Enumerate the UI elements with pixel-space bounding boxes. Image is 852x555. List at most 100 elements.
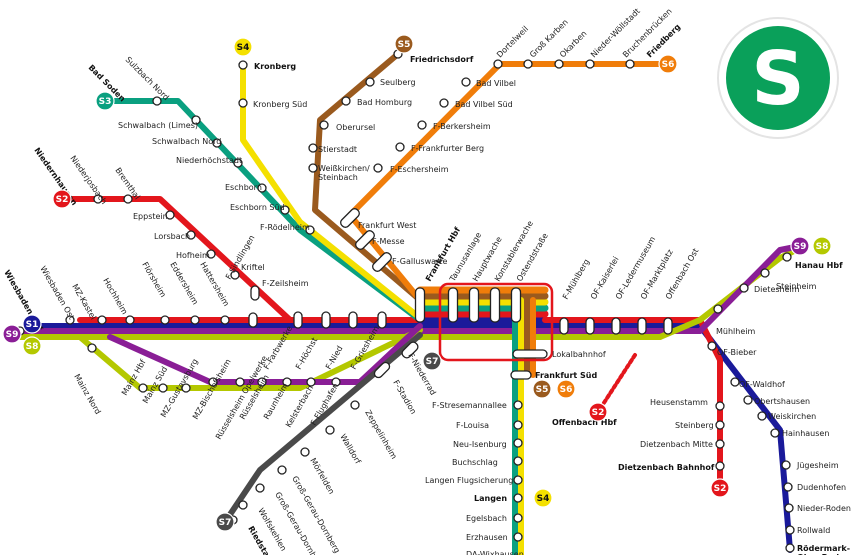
- station-label[interactable]: Hainhausen: [782, 429, 829, 438]
- station-label[interactable]: Schwalbach Nord: [152, 137, 221, 146]
- station-stop[interactable]: [220, 315, 230, 325]
- station-label[interactable]: Friedrichsdorf: [410, 55, 474, 64]
- station-label[interactable]: Wiesbaden Ost: [38, 265, 76, 322]
- station-label[interactable]: Lokalbahnhof: [552, 350, 606, 359]
- station-stop[interactable]: [493, 59, 503, 69]
- station-label[interactable]: Frankfurt West: [358, 221, 416, 230]
- station-label[interactable]: F-Stadion: [391, 379, 418, 416]
- station-stop[interactable]: [513, 456, 523, 466]
- station-stop[interactable]: [165, 210, 175, 220]
- station-stop[interactable]: [513, 493, 523, 503]
- station-label[interactable]: Jügesheim: [796, 461, 839, 470]
- line-badge-s9[interactable]: S9: [790, 236, 810, 256]
- station-label[interactable]: Mörfelden: [308, 457, 336, 496]
- station-stop[interactable]: [325, 425, 335, 435]
- station-stop[interactable]: [257, 183, 267, 193]
- station-stop[interactable]: [513, 532, 523, 542]
- station-label[interactable]: Dietzenbach Mitte: [640, 440, 713, 449]
- interchange-stop[interactable]: [663, 317, 673, 335]
- interchange-stop[interactable]: [637, 317, 647, 335]
- station-label[interactable]: F-Eschersheim: [390, 165, 449, 174]
- station-label[interactable]: OF-Waldhof: [739, 380, 785, 389]
- station-stop[interactable]: [513, 475, 523, 485]
- station-label[interactable]: Oberursel: [336, 123, 375, 132]
- station-stop[interactable]: [365, 77, 375, 87]
- station-stop[interactable]: [206, 249, 216, 259]
- station-label[interactable]: Egelsbach: [466, 514, 507, 523]
- station-stop[interactable]: [782, 252, 792, 262]
- station-stop[interactable]: [257, 377, 267, 387]
- station-stop[interactable]: [191, 115, 201, 125]
- station-label[interactable]: Dietzenbach Bahnhof: [618, 463, 715, 472]
- station-label[interactable]: Seulberg: [380, 78, 416, 87]
- station-stop[interactable]: [308, 143, 318, 153]
- line-badge-s7[interactable]: S7: [422, 351, 442, 371]
- station-label[interactable]: Heusenstamm: [650, 398, 708, 407]
- station-label[interactable]: F-Frankfurter Berg: [411, 144, 484, 153]
- station-label[interactable]: Dudenhofen: [797, 483, 846, 492]
- station-stop[interactable]: [255, 483, 265, 493]
- interchange-stop[interactable]: [373, 361, 391, 379]
- station-stop[interactable]: [461, 77, 471, 87]
- station-stop[interactable]: [138, 383, 148, 393]
- station-label[interactable]: Kronberg: [254, 62, 296, 71]
- station-stop[interactable]: [238, 500, 248, 510]
- station-stop[interactable]: [160, 315, 170, 325]
- station-label[interactable]: Okarben: [558, 29, 588, 59]
- station-stop[interactable]: [305, 225, 315, 235]
- station-stop[interactable]: [87, 343, 97, 353]
- station-label[interactable]: Offenbach Hbf: [552, 418, 617, 427]
- station-label[interactable]: Schwalbach (Limes): [118, 121, 198, 130]
- station-stop[interactable]: [770, 428, 780, 438]
- interchange-stop[interactable]: [559, 317, 569, 335]
- station-stop[interactable]: [715, 420, 725, 430]
- station-label[interactable]: Eddersheim: [168, 261, 200, 307]
- interchange-stop[interactable]: [489, 287, 501, 323]
- station-stop[interactable]: [158, 383, 168, 393]
- station-label[interactable]: Mühlheim: [716, 327, 755, 336]
- station-label[interactable]: Eschborn: [225, 183, 262, 192]
- station-stop[interactable]: [715, 461, 725, 471]
- line-badge-s1[interactable]: S1: [22, 314, 42, 334]
- station-label[interactable]: F-Berkersheim: [433, 122, 491, 131]
- station-label[interactable]: Hofheim: [176, 251, 210, 260]
- station-stop[interactable]: [238, 60, 248, 70]
- station-stop[interactable]: [308, 163, 318, 173]
- station-stop[interactable]: [417, 120, 427, 130]
- line-badge-s3[interactable]: S3: [95, 91, 115, 111]
- station-stop[interactable]: [757, 411, 767, 421]
- station-label[interactable]: Hochheim: [101, 277, 129, 317]
- station-label[interactable]: Bad Vilbel: [476, 79, 516, 88]
- line-badge-s5[interactable]: S5: [394, 34, 414, 54]
- station-stop[interactable]: [306, 377, 316, 387]
- station-label[interactable]: F-Galluswarte: [392, 257, 447, 266]
- station-stop[interactable]: [319, 120, 329, 130]
- station-label[interactable]: Sulzbach Nord: [124, 55, 171, 102]
- station-stop[interactable]: [190, 315, 200, 325]
- station-label[interactable]: Buchschlag: [452, 458, 498, 467]
- interchange-stop[interactable]: [585, 317, 595, 335]
- station-label[interactable]: Zeppelinheim: [363, 409, 398, 461]
- station-stop[interactable]: [277, 465, 287, 475]
- station-stop[interactable]: [439, 98, 449, 108]
- station-label[interactable]: Kronberg Süd: [253, 100, 307, 109]
- line-badge-s8[interactable]: S8: [22, 336, 42, 356]
- line-badge-s2[interactable]: S2: [710, 478, 730, 498]
- interchange-stop[interactable]: [611, 317, 621, 335]
- station-label[interactable]: Dortelweil: [495, 24, 530, 59]
- station-label[interactable]: Steinberg: [675, 421, 714, 430]
- station-label[interactable]: Walldorf: [338, 433, 362, 466]
- station-label[interactable]: Niederhöchstadt: [176, 156, 242, 165]
- station-stop[interactable]: [125, 315, 135, 325]
- station-stop[interactable]: [739, 283, 749, 293]
- station-stop[interactable]: [707, 341, 717, 351]
- line-badge-s5[interactable]: S5: [532, 379, 552, 399]
- interchange-stop[interactable]: [447, 287, 459, 323]
- interchange-stop[interactable]: [400, 340, 419, 359]
- station-stop[interactable]: [513, 420, 523, 430]
- interchange-stop[interactable]: [248, 312, 258, 328]
- station-stop[interactable]: [212, 138, 222, 148]
- station-stop[interactable]: [715, 401, 725, 411]
- line-badge-s6[interactable]: S6: [556, 379, 576, 399]
- station-label[interactable]: Lorsbach: [154, 232, 190, 241]
